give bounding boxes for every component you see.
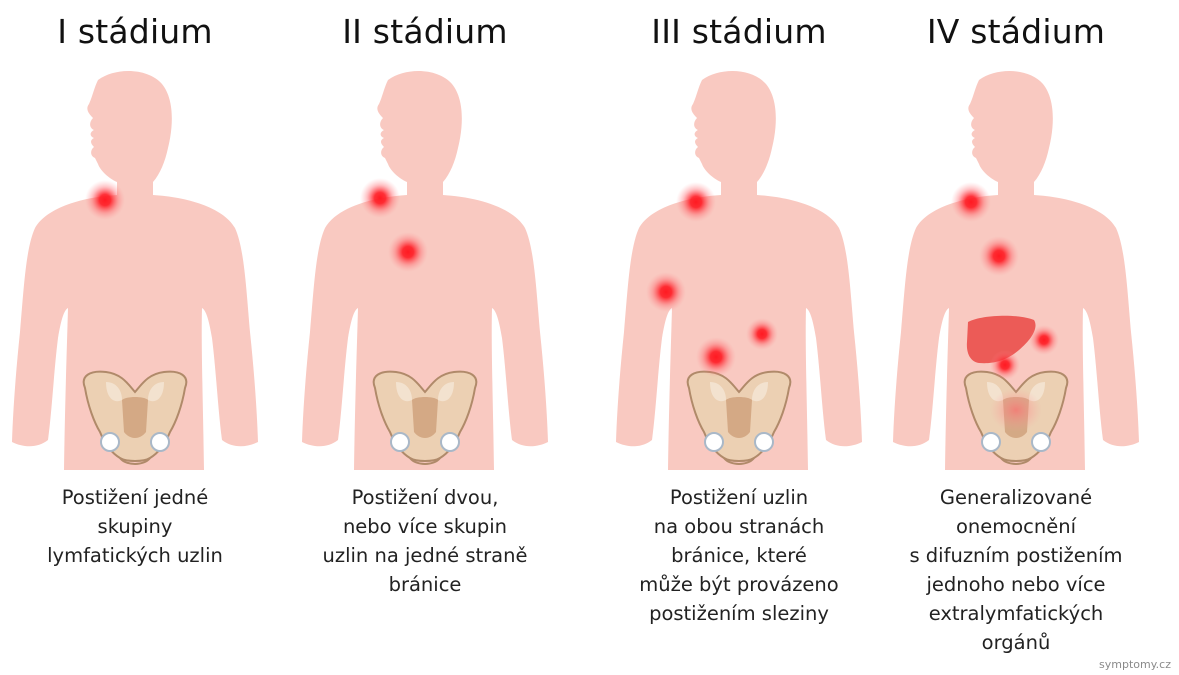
- watermark: symptomy.cz: [1099, 658, 1171, 671]
- stage-3-title: III stádium: [604, 12, 874, 51]
- stage-3-description: Postižení uzlin na obou stranách bránice…: [604, 483, 874, 628]
- stage-1-body-illustration: [10, 70, 260, 470]
- lymph-node-armpit: [646, 272, 686, 312]
- lymph-node-abdomen: [990, 350, 1020, 380]
- lymph-node-neck: [676, 182, 716, 222]
- lymph-node-spleen: [1029, 325, 1059, 355]
- lymph-node-chest: [388, 232, 428, 272]
- stage-1: I stádium Postižení jedné skupiny lymfat…: [0, 0, 270, 675]
- stage-1-description: Postižení jedné skupiny lymfatických uzl…: [0, 483, 270, 570]
- stage-2-body-illustration: [300, 70, 550, 470]
- lymph-node-neck: [360, 178, 400, 218]
- stage-4-title: IV stádium: [881, 12, 1151, 51]
- stage-2-title: II stádium: [290, 12, 560, 51]
- lymph-node-neck: [85, 180, 125, 220]
- stage-3-body-illustration: [614, 70, 864, 470]
- lymph-node-neck: [951, 182, 991, 222]
- lymph-node-chest: [979, 236, 1019, 276]
- stage-4: IV stádium Generalizované onemocnění s d…: [881, 0, 1151, 675]
- pelvic-organ-involvement: [990, 388, 1042, 432]
- stage-4-description: Generalizované onemocnění s difuzním pos…: [881, 483, 1151, 657]
- lymph-node-abdomen: [696, 337, 736, 377]
- stage-1-title: I stádium: [0, 12, 270, 51]
- stage-2-description: Postižení dvou, nebo více skupin uzlin n…: [290, 483, 560, 599]
- lymph-node-spleen: [746, 318, 778, 350]
- stage-3: III stádium Postižení uzlin na obou stra…: [604, 0, 874, 675]
- stage-2: II stádium Postižení dvou, nebo více sku…: [290, 0, 560, 675]
- stage-4-body-illustration: [891, 70, 1141, 470]
